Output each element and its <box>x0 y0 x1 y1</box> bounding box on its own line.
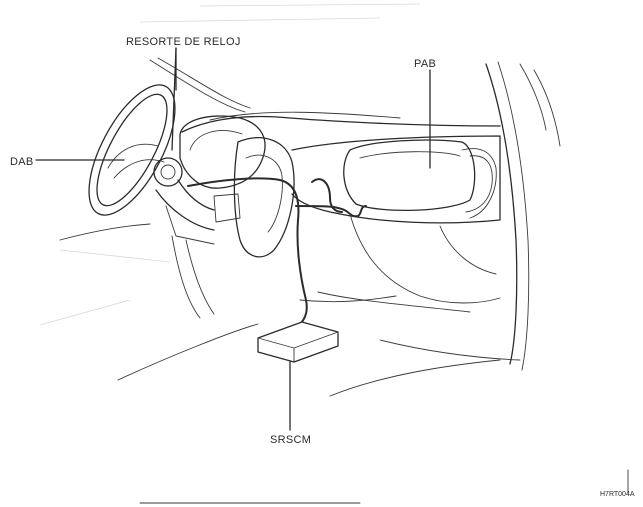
dashboard-top <box>181 111 501 133</box>
srscm-module <box>257 321 339 363</box>
steering-column <box>155 189 215 245</box>
center-console <box>213 137 295 258</box>
scan-artifacts <box>39 3 421 326</box>
passenger-dash <box>291 135 501 224</box>
glovebox <box>349 213 501 304</box>
label-control-module: SRSCM <box>270 434 312 446</box>
label-driver-airbag: DAB <box>10 156 34 168</box>
label-passenger-airbag: PAB <box>414 58 437 70</box>
leader-lines <box>35 47 431 431</box>
label-clock-spring: RESORTE DE RELOJ <box>126 36 241 48</box>
clock-spring-hub <box>153 157 215 211</box>
figure-reference-code: H7RT004A <box>600 491 635 498</box>
windshield-frame <box>149 57 251 113</box>
wiring-harness <box>187 177 367 325</box>
steering-wheel <box>88 84 176 216</box>
door-frame <box>485 61 561 371</box>
floor-contours <box>59 223 521 397</box>
